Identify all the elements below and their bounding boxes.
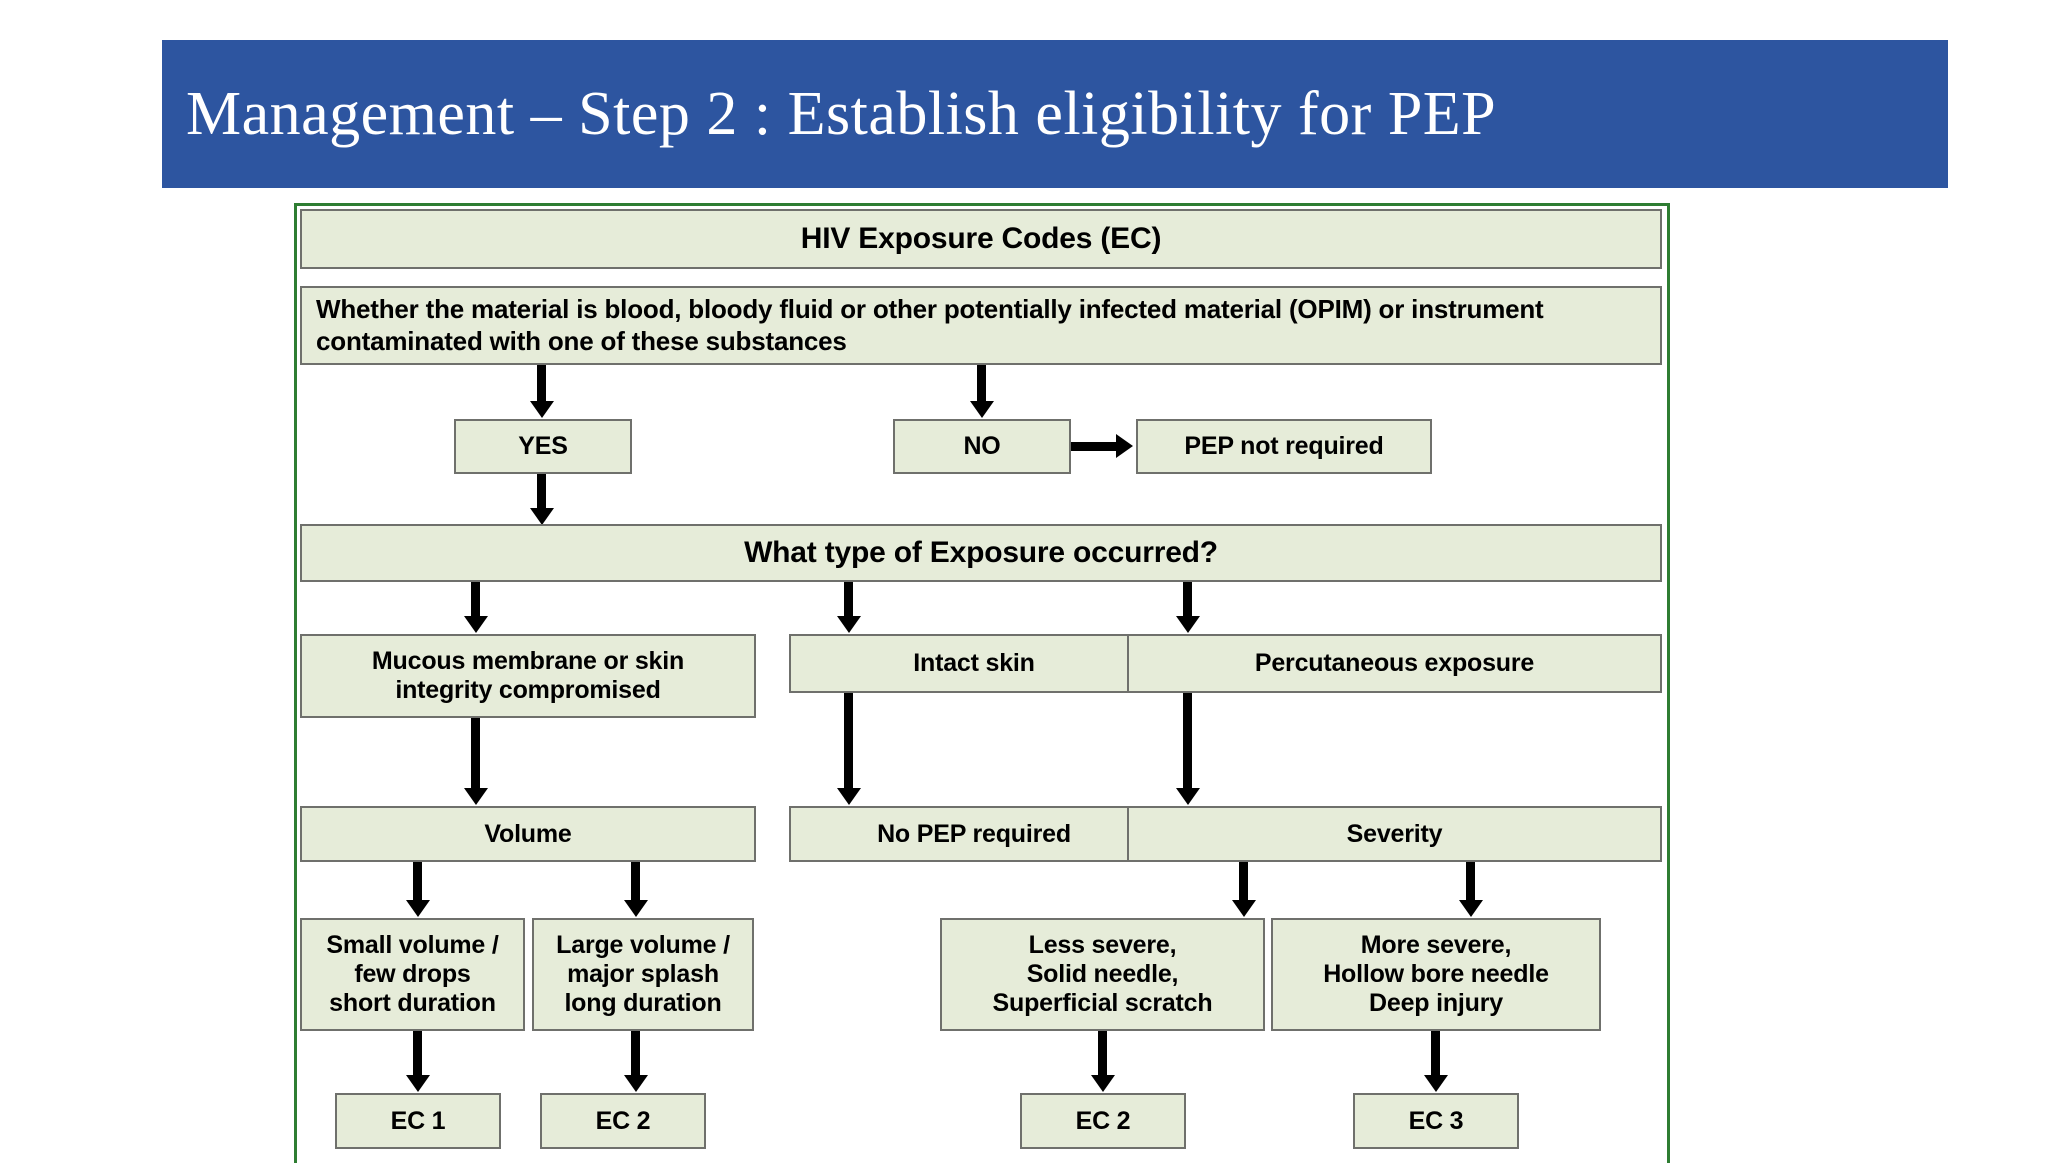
- arrow-less-severe-to-ec2: [1090, 1031, 1116, 1093]
- arrow-large-volume-to-ec2: [623, 1031, 649, 1093]
- arrow-mucous-to-volume: [463, 718, 489, 806]
- arrow-more-severe-to-ec3: [1423, 1031, 1449, 1093]
- page-title: Management – Step 2 : Establish eligibil…: [186, 79, 1497, 148]
- flow-node-less-severe: Less severe, Solid needle, Superficial s…: [940, 918, 1265, 1031]
- arrow-yes-to-exposure-question: [529, 474, 555, 526]
- arrow-intact-skin-to-no-pep: [836, 693, 862, 806]
- flow-node-mucous-membrane: Mucous membrane or skin integrity compro…: [300, 634, 756, 718]
- flow-node-intact-skin: Intact skin: [789, 634, 1159, 693]
- hiv-exposure-code-flowchart: HIV Exposure Codes (EC) Whether the mate…: [294, 203, 1670, 1163]
- flow-node-no-pep-required: No PEP required: [789, 806, 1159, 862]
- slide-title-banner: Management – Step 2 : Establish eligibil…: [162, 40, 1948, 188]
- flow-node-large-volume: Large volume / major splash long duratio…: [532, 918, 754, 1031]
- flow-node-ec3: EC 3: [1353, 1093, 1519, 1149]
- arrow-exposure-to-intact-skin: [836, 582, 862, 634]
- flow-node-pep-not-required: PEP not required: [1136, 419, 1432, 474]
- flow-node-no: NO: [893, 419, 1071, 474]
- arrow-material-to-no: [969, 365, 995, 419]
- arrow-exposure-to-mucous: [463, 582, 489, 634]
- flow-node-small-volume: Small volume / few drops short duration: [300, 918, 525, 1031]
- flow-node-percutaneous-exposure: Percutaneous exposure: [1127, 634, 1662, 693]
- flow-node-more-severe: More severe, Hollow bore needle Deep inj…: [1271, 918, 1601, 1031]
- arrow-percutaneous-to-severity: [1175, 693, 1201, 806]
- flow-node-severity: Severity: [1127, 806, 1662, 862]
- arrow-small-volume-to-ec1: [405, 1031, 431, 1093]
- flow-node-ec2-left: EC 2: [540, 1093, 706, 1149]
- arrow-volume-to-large: [623, 862, 649, 918]
- flow-node-ec1: EC 1: [335, 1093, 501, 1149]
- flow-node-exposure-question: What type of Exposure occurred?: [300, 524, 1662, 582]
- flow-node-volume: Volume: [300, 806, 756, 862]
- flow-node-ec2-right: EC 2: [1020, 1093, 1186, 1149]
- flow-node-header: HIV Exposure Codes (EC): [300, 209, 1662, 269]
- arrow-material-to-yes: [529, 365, 555, 419]
- arrow-severity-to-more-severe: [1458, 862, 1484, 918]
- arrow-volume-to-small: [405, 862, 431, 918]
- arrow-severity-to-less-severe: [1231, 862, 1257, 918]
- arrow-no-to-pep-not-required: [1071, 434, 1135, 460]
- flow-node-yes: YES: [454, 419, 632, 474]
- arrow-exposure-to-percutaneous: [1175, 582, 1201, 634]
- flow-node-material-question: Whether the material is blood, bloody fl…: [300, 286, 1662, 365]
